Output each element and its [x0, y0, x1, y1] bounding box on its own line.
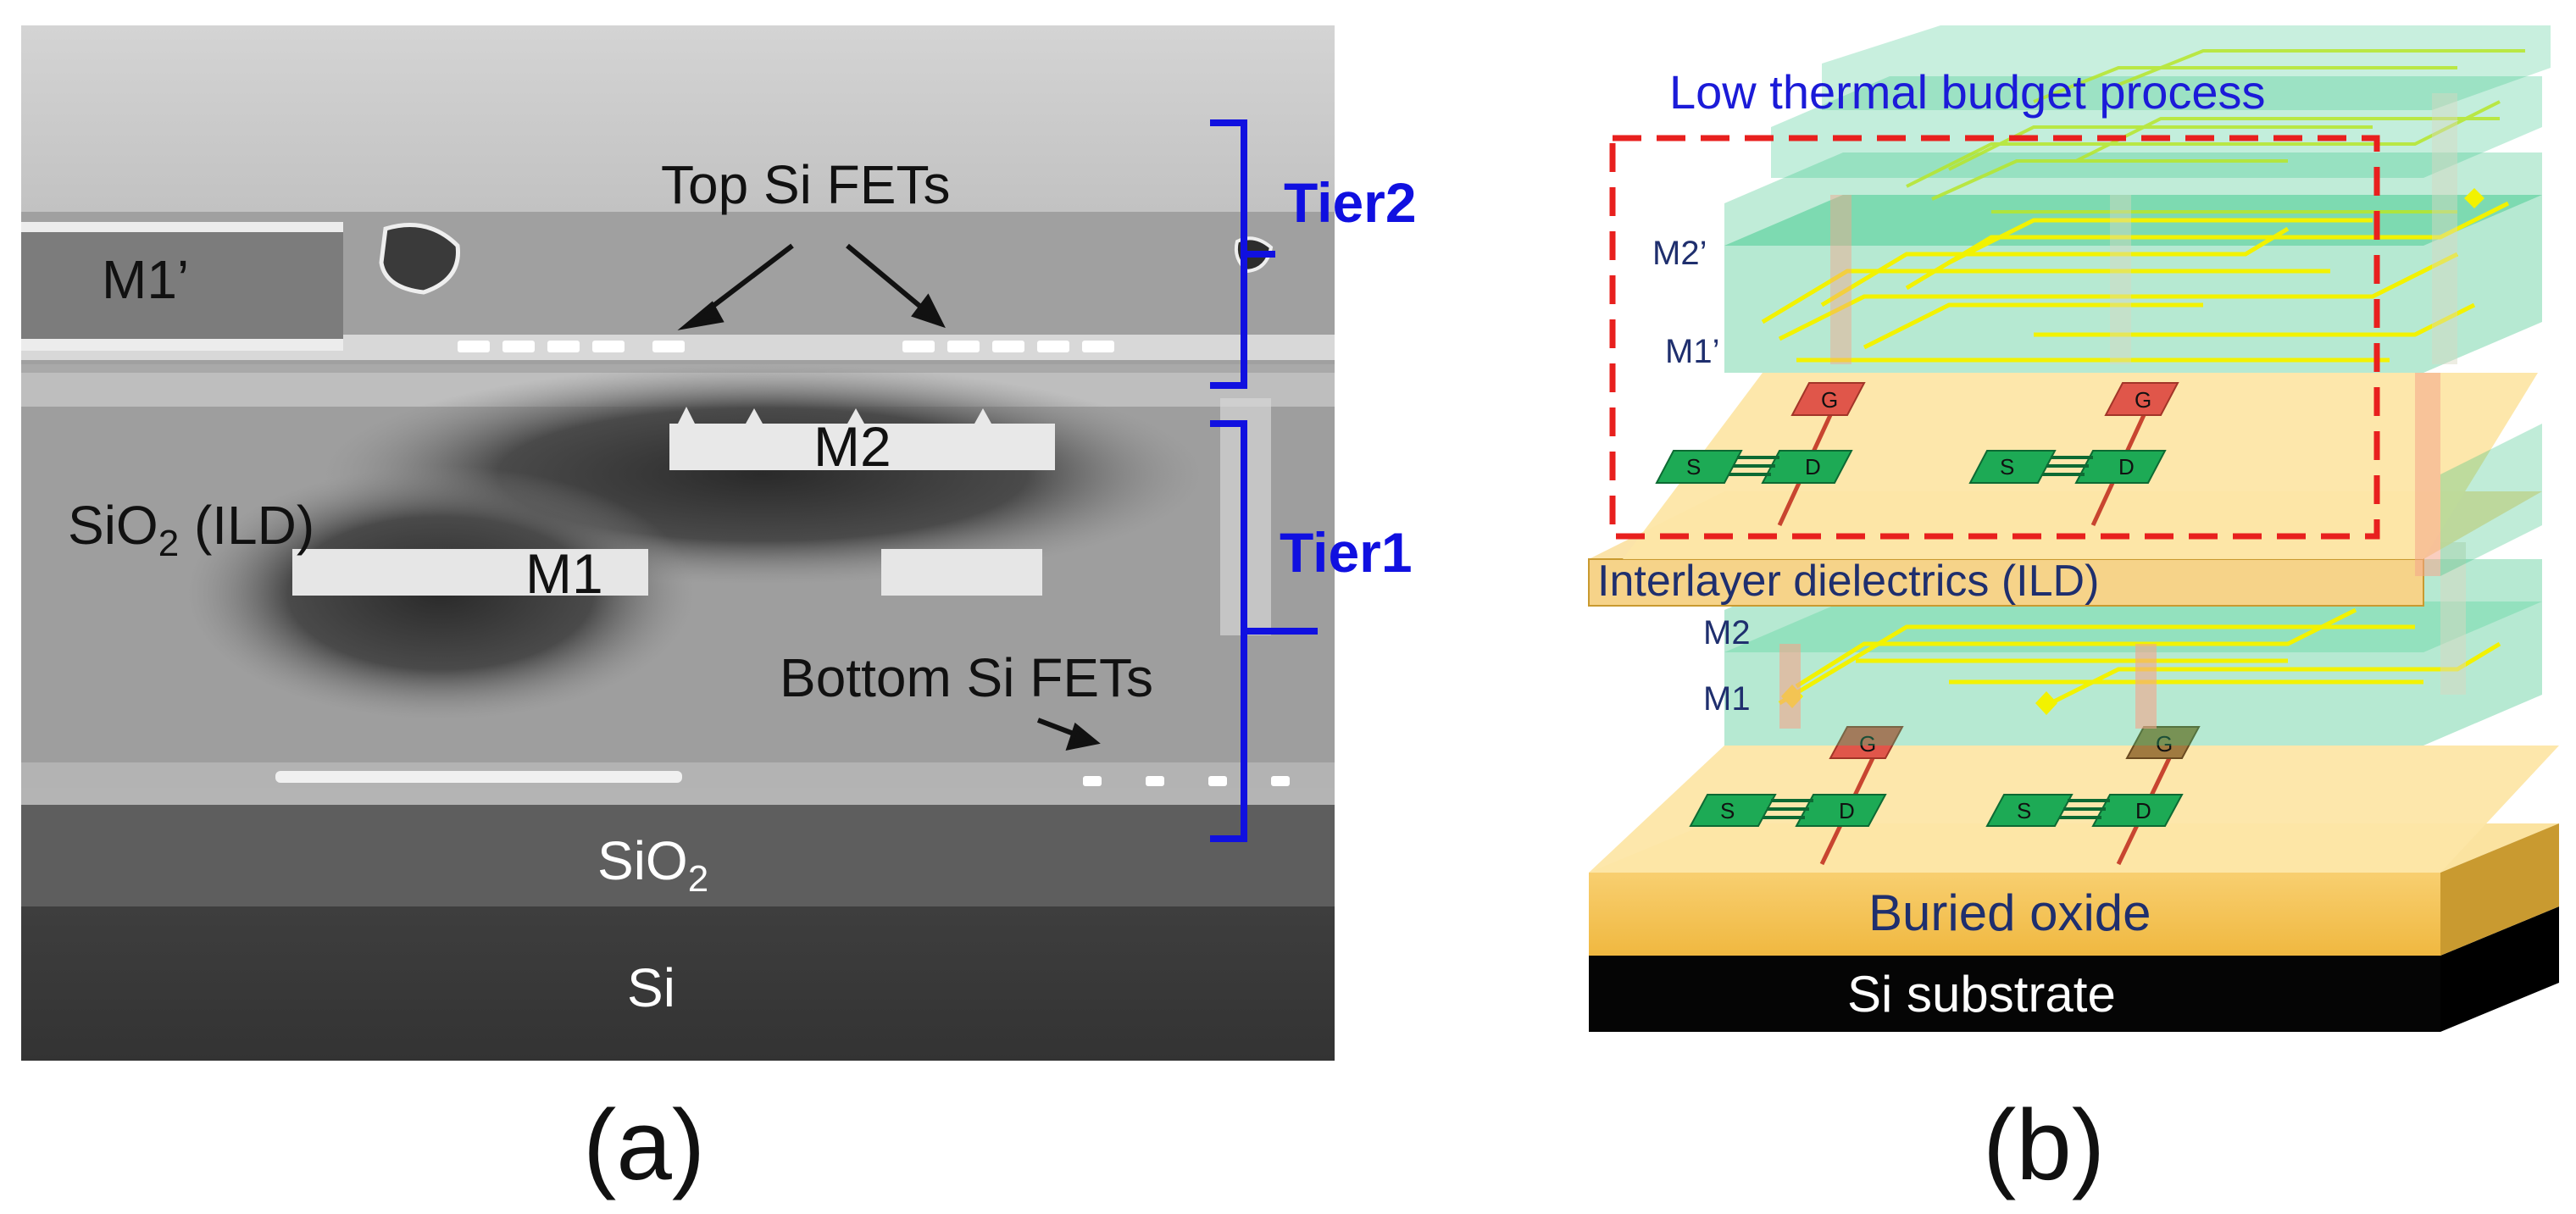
gate-label: G [2135, 387, 2151, 413]
transistor-bottom-left: G S D [1689, 726, 1904, 866]
label-a-m1: M1 [525, 542, 603, 605]
drain-label: D [2118, 454, 2135, 480]
drain-label: D [1839, 798, 1855, 823]
label-a-tier1: Tier1 [1280, 521, 1413, 584]
transistor-bottom-right: G S D [1985, 726, 2201, 866]
buried-oxide-layer [1589, 873, 2440, 956]
sem-void-left [379, 223, 460, 295]
sem-m2-metal [669, 424, 1055, 470]
label-b-si-substrate: Si substrate [1847, 966, 2116, 1023]
label-b-buried-oxide: Buried oxide [1868, 884, 2151, 941]
sem-top-oxide [21, 25, 1335, 212]
via-diamond [2035, 691, 2057, 715]
source-label: S [2000, 454, 2014, 480]
sem-m1-metal-right [881, 549, 1042, 596]
label-b-m2-prime: M2’ [1652, 235, 1707, 272]
transistor-top-left: G S D [1655, 382, 1866, 527]
label-a-sio2: SiO2 [597, 830, 708, 900]
caption-a: (a) [583, 1089, 705, 1201]
source-label: S [1720, 798, 1735, 823]
panel-a-sem-image [21, 25, 1335, 1061]
arrow-bottom-fets [1036, 718, 1101, 751]
sem-m1-prime-block [21, 222, 343, 349]
source-label: S [1686, 454, 1701, 480]
low-thermal-budget-box [1609, 135, 2380, 540]
gate-label: G [1821, 387, 1838, 413]
label-a-top-fets: Top Si FETs [661, 154, 950, 215]
label-a-m2: M2 [813, 415, 891, 478]
bottom-transistors: G S D G S D [1689, 726, 2201, 866]
drain-label: D [1805, 454, 1821, 480]
sem-m1-metal-left [292, 549, 648, 596]
sem-si-layer [21, 906, 1335, 1061]
label-b-m1: M1 [1703, 680, 1751, 718]
top-transistors: G S D G S D [1655, 382, 2179, 527]
label-a-tier2: Tier2 [1284, 171, 1417, 234]
label-a-m1-prime: M1’ [102, 249, 189, 310]
label-b-ild: Interlayer dielectrics (ILD) [1597, 557, 2099, 606]
tier1-bracket [1210, 420, 1318, 842]
sem-top-fets [458, 341, 1114, 352]
transistor-top-right: G S D [1968, 382, 2179, 527]
label-a-sio2-ild: SiO2 (ILD) [68, 495, 314, 564]
label-b-m2: M2 [1703, 614, 1751, 651]
drain-label: D [2135, 798, 2151, 823]
sem-sio2-layer [21, 805, 1335, 906]
label-a-si: Si [627, 957, 675, 1018]
tier2-interconnect [1724, 25, 2551, 373]
si-substrate-layer [1589, 956, 2440, 1032]
gate-label: G [2156, 731, 2173, 757]
caption-b: (b) [1983, 1089, 2105, 1201]
label-a-bottom-fets: Bottom Si FETs [780, 647, 1153, 708]
arrows-top-fets [677, 243, 946, 330]
sem-bottom-fets [1083, 776, 1290, 786]
gate-label: G [1859, 731, 1876, 757]
tier2-bracket [1210, 119, 1275, 389]
via-diamond [2464, 188, 2484, 208]
panel-b-schematic: G S D G S D [1588, 25, 2559, 1032]
label-b-m1-prime: M1’ [1665, 333, 1719, 370]
source-label: S [2017, 798, 2031, 823]
label-b-low-thermal: Low thermal budget process [1669, 65, 2266, 119]
